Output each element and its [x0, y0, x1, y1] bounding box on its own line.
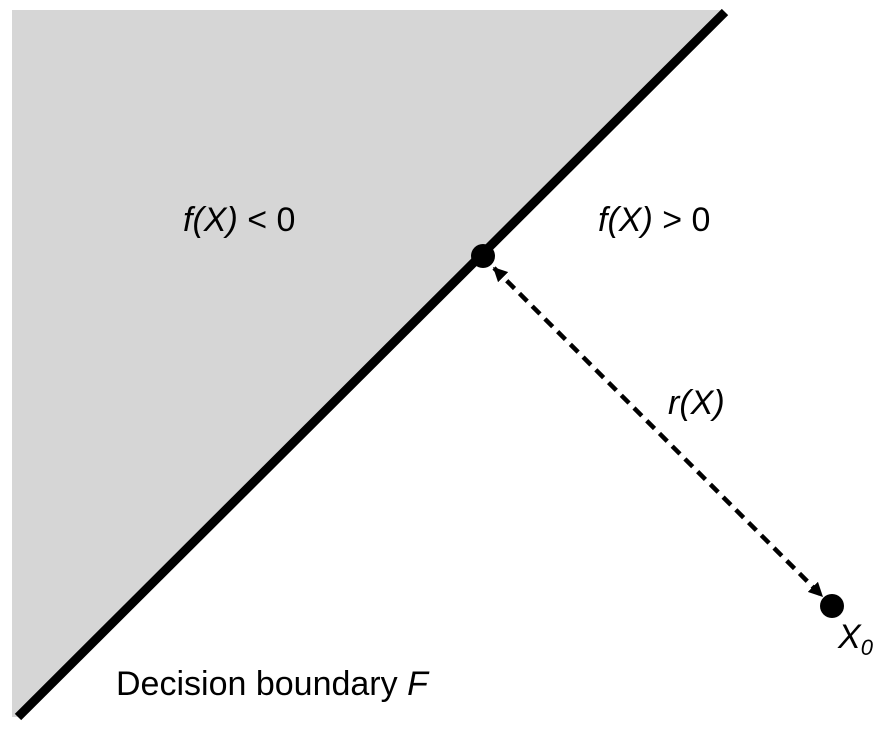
boundary-label: Decision boundary F	[116, 665, 430, 703]
projection-point	[471, 244, 495, 268]
decision-boundary-line	[14, 8, 729, 721]
distance-arrow	[492, 266, 824, 598]
negative-region-label: f(X) < 0	[183, 201, 295, 239]
positive-region-label: f(X) > 0	[598, 201, 710, 239]
distance-label: r(X)	[668, 384, 725, 422]
point-x0-label: X0	[837, 618, 874, 660]
point-x0	[820, 594, 844, 618]
